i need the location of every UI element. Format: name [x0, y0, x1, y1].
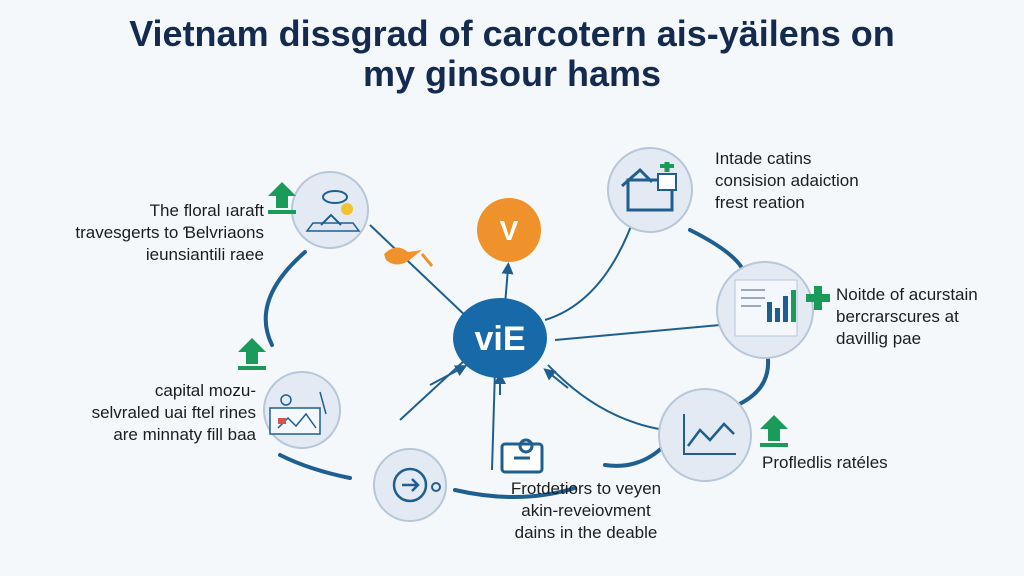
spoke-mid-left-arrow — [429, 365, 468, 386]
spoke-bottom-right-arrow — [543, 368, 569, 389]
node-label-bottom-center: Frotdetiors to veyen akin-reveiovment da… — [486, 478, 686, 544]
monitor-lock-icon — [500, 438, 544, 474]
orange-bird-icon — [384, 247, 434, 267]
sun-lamp-icon — [305, 190, 361, 232]
node-label-top-left-line-3: ieunsiantili raee — [145, 245, 264, 264]
green-up-arrow-icon-mid-left — [238, 338, 266, 370]
node-label-top-left-line-2: travesgerts to Ɓelvriaons — [75, 223, 264, 242]
left-lower-arc-connector — [278, 453, 352, 480]
landscape-icon — [269, 391, 327, 435]
node-label-mid-right-line-3: davillig pae — [836, 329, 922, 348]
bottom-arc-connector — [453, 486, 577, 499]
node-label-top-right: Intade catins consision adaiction frest … — [715, 148, 859, 214]
node-circle-top-right — [607, 147, 693, 233]
node-label-mid-right-line-1: Noitde of acurstain — [836, 285, 978, 304]
house-monitor-icon — [621, 162, 677, 212]
node-label-mid-left: capital mozu- selvraled uai ftel rines a… — [92, 380, 256, 446]
bottom-right-arc-connector — [603, 443, 667, 468]
node-label-bottom-center-line-1: Frotdetiors to veyen — [510, 479, 662, 498]
node-label-bottom-right: Profledlis ratéles — [762, 452, 888, 474]
node-label-mid-left-line-2: selvraled uai ftel rines — [91, 403, 256, 422]
circular-arrow-icon — [392, 467, 441, 503]
spoke-mid-right — [554, 324, 721, 341]
line-chart-icon — [683, 414, 736, 455]
node-label-mid-left-line-1: capital mozu- — [154, 381, 256, 400]
node-label-mid-right: Noitde of acurstain bercrarscures at dav… — [836, 284, 978, 350]
spoke-left — [399, 359, 466, 421]
top-badge-label: V — [500, 215, 519, 246]
node-label-top-left-line-1: The floral ıaraft — [149, 201, 264, 220]
node-label-top-right-line-3: frest reation — [715, 193, 805, 212]
node-label-bottom-right-line-1: Profledlis ratéles — [762, 453, 888, 472]
document-chart-icon — [734, 279, 798, 337]
hub-label: viE — [474, 320, 525, 358]
page-title: Vietnam dissgrad of carcotern ais-yäilen… — [0, 14, 1024, 94]
spoke-bottom — [491, 369, 496, 471]
title-line-2: my ginsour hams — [362, 53, 662, 94]
left-arc-connector — [263, 250, 307, 347]
node-label-mid-right-line-2: bercrarscures at — [836, 307, 959, 326]
hub-circle — [453, 298, 547, 378]
top-badge — [477, 198, 541, 262]
green-up-arrow-icon-top-left — [268, 182, 296, 214]
right-arc-top-connector — [688, 228, 747, 277]
green-up-arrow-icon-bottom-right — [760, 415, 788, 447]
node-label-top-left: The floral ıaraft travesgerts to Ɓelvria… — [75, 200, 264, 266]
title-line-1: Vietnam dissgrad of carcotern ais-yäilen… — [129, 13, 895, 54]
node-circle-top-left — [291, 171, 369, 249]
spoke-bottom-right — [547, 364, 666, 431]
green-cross-icon-mid-right — [806, 286, 830, 310]
node-label-top-right-line-2: consision adaiction — [715, 171, 859, 190]
node-label-top-right-line-1: Intade catins — [715, 149, 812, 168]
node-label-mid-left-line-3: are minnaty fill baa — [113, 425, 256, 444]
spoke-top-left — [369, 224, 471, 321]
node-label-bottom-center-line-3: dains in the deable — [514, 523, 658, 542]
node-label-bottom-center-line-2: akin-reveiovment — [521, 501, 651, 520]
